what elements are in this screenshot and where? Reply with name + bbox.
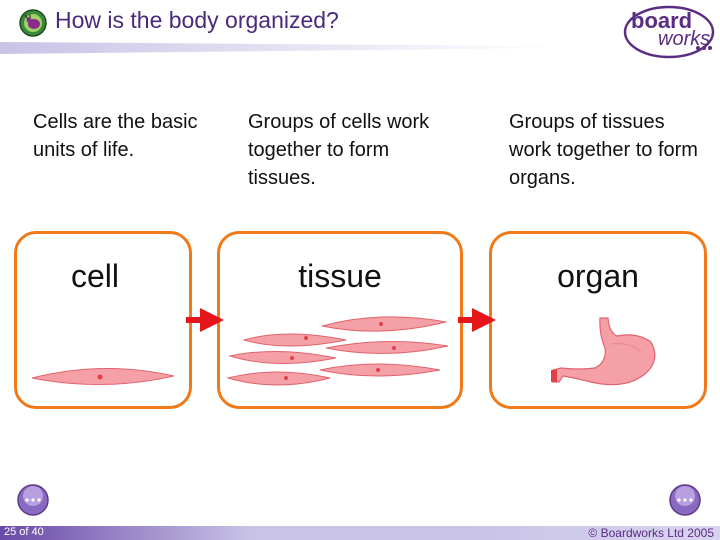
bug-icon <box>19 9 47 37</box>
cell-illustration <box>31 367 175 386</box>
copyright: © Boardworks Ltd 2005 <box>588 526 714 540</box>
stomach-illustration <box>551 317 656 386</box>
arrow-right-icon <box>458 308 496 332</box>
cell-description: Cells are the basic units of life. <box>33 111 198 161</box>
tissue-description: Groups of cells work together to form ti… <box>248 111 430 189</box>
organ-description: Groups of tissues work together to form … <box>509 111 698 189</box>
footer-bar <box>0 526 720 540</box>
arrow-right-icon <box>186 308 224 332</box>
logo-word-works: works <box>658 28 711 50</box>
cell-label: cell <box>70 258 119 294</box>
organ-label: organ <box>557 258 639 294</box>
next-icon[interactable] <box>668 483 702 517</box>
title-underline <box>0 42 560 54</box>
logo-word-board: board <box>631 8 693 33</box>
organ-box: organ <box>489 231 707 409</box>
page-title: How is the body organized? <box>55 7 339 33</box>
tissue-label: tissue <box>298 258 382 294</box>
previous-icon[interactable] <box>16 483 50 517</box>
boardworks-logo <box>623 5 715 59</box>
tissue-illustration <box>226 316 449 386</box>
page-counter: 25 of 40 <box>4 526 44 538</box>
